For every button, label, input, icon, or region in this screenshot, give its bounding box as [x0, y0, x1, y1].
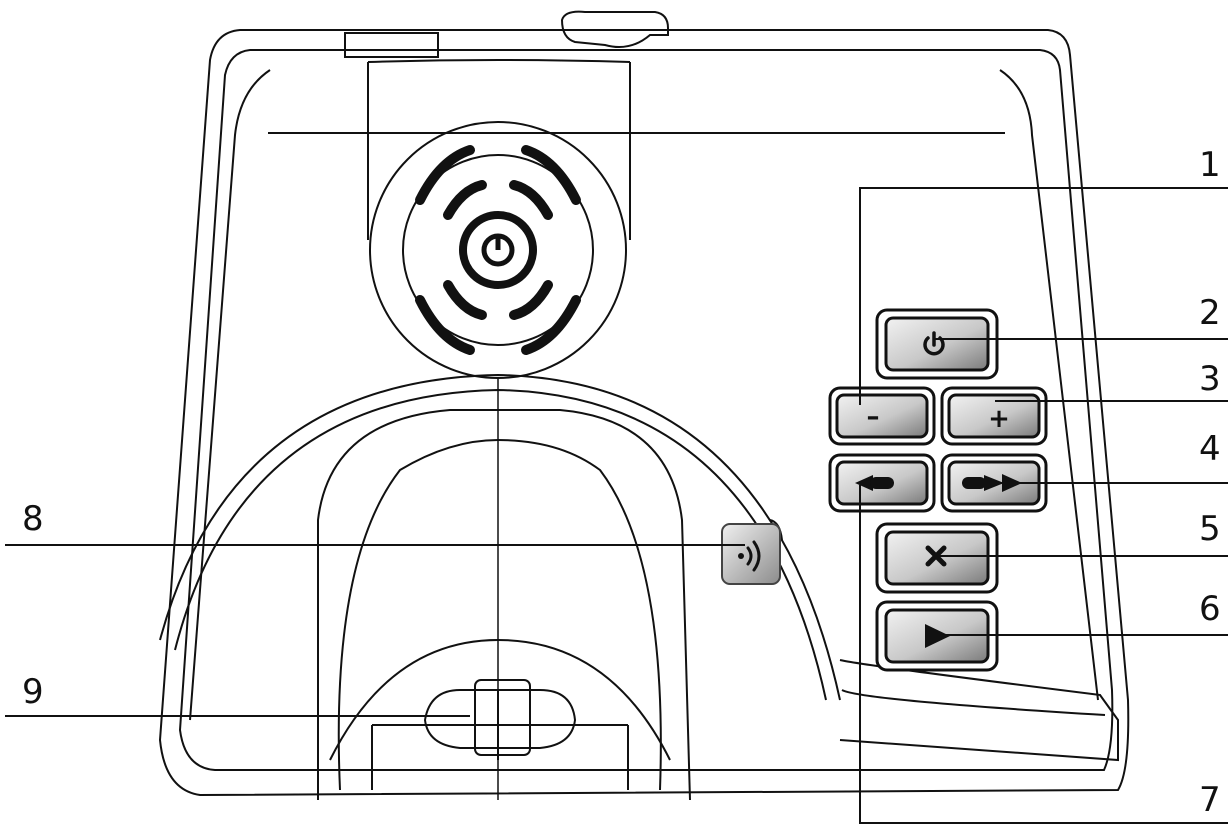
device-body	[158, 10, 1130, 801]
power-icon	[923, 331, 945, 356]
control-panel: – +	[828, 308, 1048, 672]
nfc-icon	[738, 540, 761, 572]
plus-label: +	[988, 404, 1010, 434]
play-button[interactable]	[875, 600, 999, 672]
callout-9: 9	[22, 672, 44, 712]
callout-8: 8	[22, 499, 44, 539]
callout-2: 2	[1199, 293, 1221, 333]
callout-5: 5	[1199, 509, 1221, 549]
power-button[interactable]	[875, 308, 999, 380]
nfc-pad[interactable]	[721, 523, 781, 585]
leader-1	[859, 187, 1228, 405]
minus-label: –	[867, 402, 880, 432]
rewind-icon	[855, 475, 894, 491]
cancel-button[interactable]	[875, 522, 999, 594]
volume-up-button[interactable]: +	[940, 386, 1048, 446]
callout-7: 7	[1199, 780, 1221, 820]
callout-3: 3	[1199, 359, 1221, 399]
volume-down-button[interactable]: –	[828, 386, 936, 446]
callout-4: 4	[1199, 429, 1221, 469]
rewind-button[interactable]	[828, 453, 936, 513]
play-icon	[925, 624, 950, 648]
callout-leaders	[5, 187, 1228, 824]
callout-6: 6	[1199, 589, 1221, 629]
leader-7	[859, 485, 1228, 824]
callout-1: 1	[1199, 145, 1221, 185]
